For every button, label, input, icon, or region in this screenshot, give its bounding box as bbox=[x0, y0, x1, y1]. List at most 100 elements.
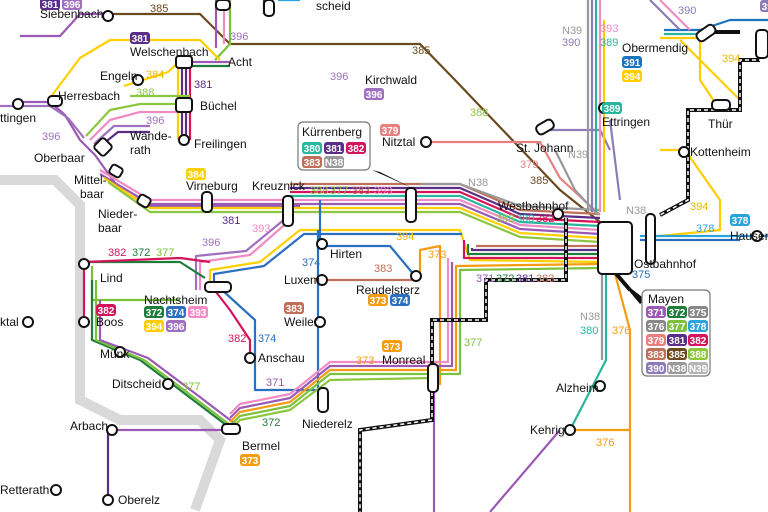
label-virneburg: Virneburg bbox=[186, 179, 238, 193]
label-obermendig: Obermendig bbox=[622, 41, 688, 55]
label-hausen: Hausen bbox=[730, 229, 768, 243]
label-ditscheid: Ditscheid bbox=[112, 377, 161, 391]
rl-396-mid: 396 bbox=[330, 71, 348, 83]
rl-394-kott: 394 bbox=[690, 201, 708, 213]
rl-383-luxem: 383 bbox=[374, 263, 392, 275]
label-st-johann: St. Johann bbox=[516, 141, 573, 155]
label-nachtsheim: Nachtsheim bbox=[144, 293, 207, 307]
rl-n38-alz: N38 bbox=[580, 311, 600, 323]
rl-374-anschau: 374 bbox=[258, 333, 276, 345]
svg-text:377: 377 bbox=[669, 322, 686, 333]
label-muenk: Münk bbox=[100, 347, 130, 361]
rl-382-lind: 382 bbox=[108, 247, 126, 259]
badge-siebenbach-381: 381 bbox=[40, 0, 60, 11]
label-retterath: Retterath bbox=[0, 483, 49, 497]
badge-mayen-383: 383 bbox=[646, 348, 666, 361]
badge-kuerrenberg-N38: N38 bbox=[324, 156, 344, 169]
rl-396-oberbaar: 396 bbox=[42, 131, 60, 143]
svg-text:N39: N39 bbox=[689, 364, 708, 375]
badge-weiler-383: 383 bbox=[284, 302, 304, 315]
svg-text:385: 385 bbox=[669, 350, 686, 361]
label-monreal: Monreal bbox=[382, 353, 425, 367]
badge-virneburg-384: 384 bbox=[186, 168, 206, 181]
rl-374-luxem: 374 bbox=[302, 257, 320, 269]
label-luxem: Luxem bbox=[284, 273, 320, 287]
rl-381-hub: 381 bbox=[516, 273, 534, 285]
rl-394-thuer: 394 bbox=[722, 53, 740, 65]
rl-388-west: 388 bbox=[496, 213, 514, 225]
rl-385-stj: 385 bbox=[530, 175, 548, 187]
label-reudelsterz: Reudelsterz bbox=[356, 283, 420, 297]
rl-388-ettr: 388 bbox=[470, 107, 488, 119]
badge-siebenbach-396: 396 bbox=[62, 0, 82, 11]
svg-text:396: 396 bbox=[64, 0, 81, 11]
rl-383-hub: 383 bbox=[536, 273, 554, 285]
badge-mayen-382: 382 bbox=[688, 334, 708, 347]
svg-text:N38: N38 bbox=[668, 364, 687, 375]
svg-text:388: 388 bbox=[690, 350, 707, 361]
rl-372-hub: 372 bbox=[496, 273, 514, 285]
rl-385-top: 385 bbox=[150, 3, 168, 15]
badge-bermel-373: 373 bbox=[240, 454, 260, 467]
mayen-pointer bbox=[620, 280, 646, 304]
rl-393-kreuz: 393 bbox=[374, 185, 392, 197]
svg-text:382: 382 bbox=[98, 306, 115, 317]
svg-text:371: 371 bbox=[648, 308, 665, 319]
svg-text:384: 384 bbox=[188, 170, 205, 181]
route-number-labels: 385 396 385 396 384 381 388 396 396 388 … bbox=[42, 3, 740, 449]
label-niederbaar-2: baar bbox=[98, 221, 122, 235]
rl-372-lind: 372 bbox=[132, 247, 150, 259]
rl-388-herres: 388 bbox=[136, 87, 154, 99]
rl-379-stj: 379 bbox=[520, 159, 538, 171]
rl-377-lind: 377 bbox=[156, 247, 174, 259]
svg-text:396: 396 bbox=[168, 322, 185, 333]
badge-obermendig-391: 391 bbox=[622, 56, 642, 69]
kuerrenberg-pointer bbox=[372, 170, 412, 188]
label-alzheim: Alzheim bbox=[556, 381, 599, 395]
badge-ettringen-389: 389 bbox=[602, 102, 622, 115]
rl-394-hirt: 394 bbox=[396, 231, 414, 243]
svg-text:372: 372 bbox=[669, 308, 686, 319]
label-kreuznick: Kreuznick bbox=[252, 179, 306, 193]
svg-text:394: 394 bbox=[146, 322, 163, 333]
badge-mayen-376: 376 bbox=[646, 320, 666, 333]
badge-kuerrenberg-382: 382 bbox=[346, 142, 366, 155]
svg-text:381: 381 bbox=[42, 0, 59, 11]
label-wanderath-2: rath bbox=[130, 143, 151, 157]
badge-boos-382: 382 bbox=[96, 304, 116, 317]
rl-376-kehr: 376 bbox=[596, 437, 614, 449]
rl-396-acht: 396 bbox=[230, 31, 248, 43]
label-hirten: Hirten bbox=[330, 247, 362, 261]
rl-377-monreal: 377 bbox=[464, 337, 482, 349]
rl-371-hub: 371 bbox=[476, 273, 494, 285]
label-kehrig: Kehrig bbox=[530, 423, 565, 437]
label-ettringen: Ettringen bbox=[602, 115, 650, 129]
badge-monreal-373: 373 bbox=[382, 340, 402, 353]
badge-mayen-390: 390 bbox=[646, 362, 666, 375]
svg-text:382: 382 bbox=[690, 336, 707, 347]
label-niederbaar-1: Nieder- bbox=[98, 207, 137, 221]
label-niederelz: Niederelz bbox=[302, 417, 353, 431]
svg-text:380: 380 bbox=[304, 144, 321, 155]
rl-381-buechel: 381 bbox=[194, 79, 212, 91]
badge-mayen-388: 388 bbox=[688, 348, 708, 361]
badge-kuerrenberg-383: 383 bbox=[302, 156, 322, 169]
label-arbach: Arbach bbox=[70, 419, 108, 433]
rl-375-hub: 375 bbox=[632, 269, 650, 281]
label-boos: Boos bbox=[96, 315, 123, 329]
svg-text:379: 379 bbox=[648, 336, 665, 347]
badge-kuerrenberg-381: 381 bbox=[324, 142, 344, 155]
badge-reudelsterz-373: 373 bbox=[368, 294, 388, 307]
label-acht: Acht bbox=[228, 55, 253, 69]
label-mittelbaar-1: Mittel- bbox=[74, 173, 107, 187]
svg-text:383: 383 bbox=[304, 158, 321, 169]
rl-371-ditsch: 371 bbox=[266, 377, 284, 389]
badge-reudelsterz-374: 374 bbox=[390, 294, 410, 307]
rl-390-top: 390 bbox=[562, 37, 580, 49]
rl-373-hirt: 373 bbox=[428, 249, 446, 261]
badge-top_right-390: 390 bbox=[760, 0, 768, 13]
grey-band bbox=[0, 175, 226, 512]
label-herresbach: Herresbach bbox=[58, 89, 120, 103]
